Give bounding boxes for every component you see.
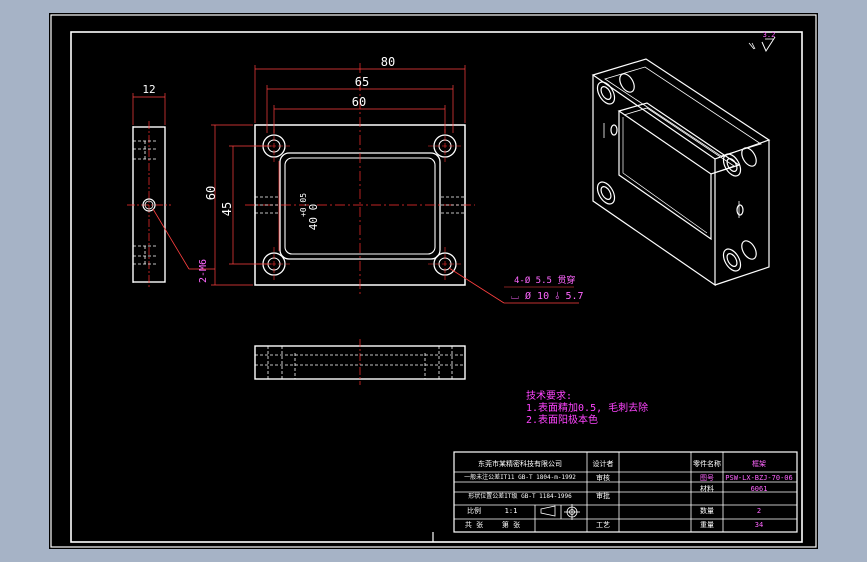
dim-pocket-tolerance: +0.05 [299,193,308,217]
tb-sheet-label: 共 张 [465,520,483,529]
title-block: 东莞市某精密科技有限公司 一般未注公差IT11 GB-T 1804-m-1992… [453,451,798,533]
side-view: 12 2-M6 [127,83,215,289]
tb-scale-value: 1:1 [505,507,518,515]
tb-process-label: 工艺 [596,521,610,529]
dim-hole-pitch-inner: 60 [352,95,366,109]
tb-drawing-no-label: 图号 [700,474,714,482]
tb-qty-value: 2 [757,507,761,515]
tb-weight-label: 重量 [700,521,714,529]
tb-sheet-value: 第 张 [502,520,520,529]
dim-overall-width: 80 [381,55,395,69]
tb-scale-label: 比例 [467,506,481,515]
drawing-canvas: 3.2 [50,14,817,548]
tb-design-label: 设计者 [593,459,614,468]
drawing-sheet: 3.2 [49,13,818,549]
tb-material-value: 6061 [751,485,768,493]
tb-part-name-label: 零件名称 [693,459,721,468]
tb-material-label: 材料 [700,484,714,493]
tech-notes-title: 技术要求: [526,389,572,402]
tech-notes-line1: 1.表面精加0.5, 毛刺去除 [526,401,648,414]
tb-check-label: 审核 [596,473,610,482]
tb-drawing-no-value: PSW-LX-BZJ-70-06 [725,474,792,482]
side-hole-callout: 2-M6 [198,259,209,283]
tb-std1: 一般未注公差IT11 GB-T 1804-m-1992 [464,473,576,481]
dim-hole-pitch-vertical: 45 [220,202,234,216]
cbore-note-line2: ⌴ Ø 10 ⫰ 5.7 [511,290,584,302]
isometric-view [591,58,771,287]
roughness-symbol: 3.2 [748,31,776,53]
outer-border [50,14,817,548]
tb-std2: 形状位置公差IT级 GB-T 1184-1996 [468,492,572,500]
dim-side-thickness: 12 [142,83,155,96]
dim-pocket-height: 40 0 [307,204,320,231]
technical-notes: 技术要求: 1.表面精加0.5, 毛刺去除 2.表面阳极本色 [526,389,648,426]
inner-frame [70,31,803,543]
tb-part-name-value: 框架 [752,459,766,468]
tb-company: 东莞市某精密科技有限公司 [478,459,562,468]
dim-hole-pitch-outer: 65 [355,75,369,89]
dim-overall-height: 60 [204,186,218,200]
roughness-value: 3.2 [763,31,776,39]
projection-symbol [540,504,580,520]
front-view: 80 65 60 60 45 +0.05 40 0 4-Ø 5.5 贯穿 ⌴ Ø… [204,55,584,304]
tb-weight-value: 34 [755,521,763,529]
tb-qty-label: 数量 [700,506,714,515]
tb-approve-label: 审批 [596,491,610,500]
cbore-note-line1: 4-Ø 5.5 贯穿 [514,274,575,286]
bottom-view [254,339,466,385]
tech-notes-line2: 2.表面阳极本色 [526,413,598,426]
